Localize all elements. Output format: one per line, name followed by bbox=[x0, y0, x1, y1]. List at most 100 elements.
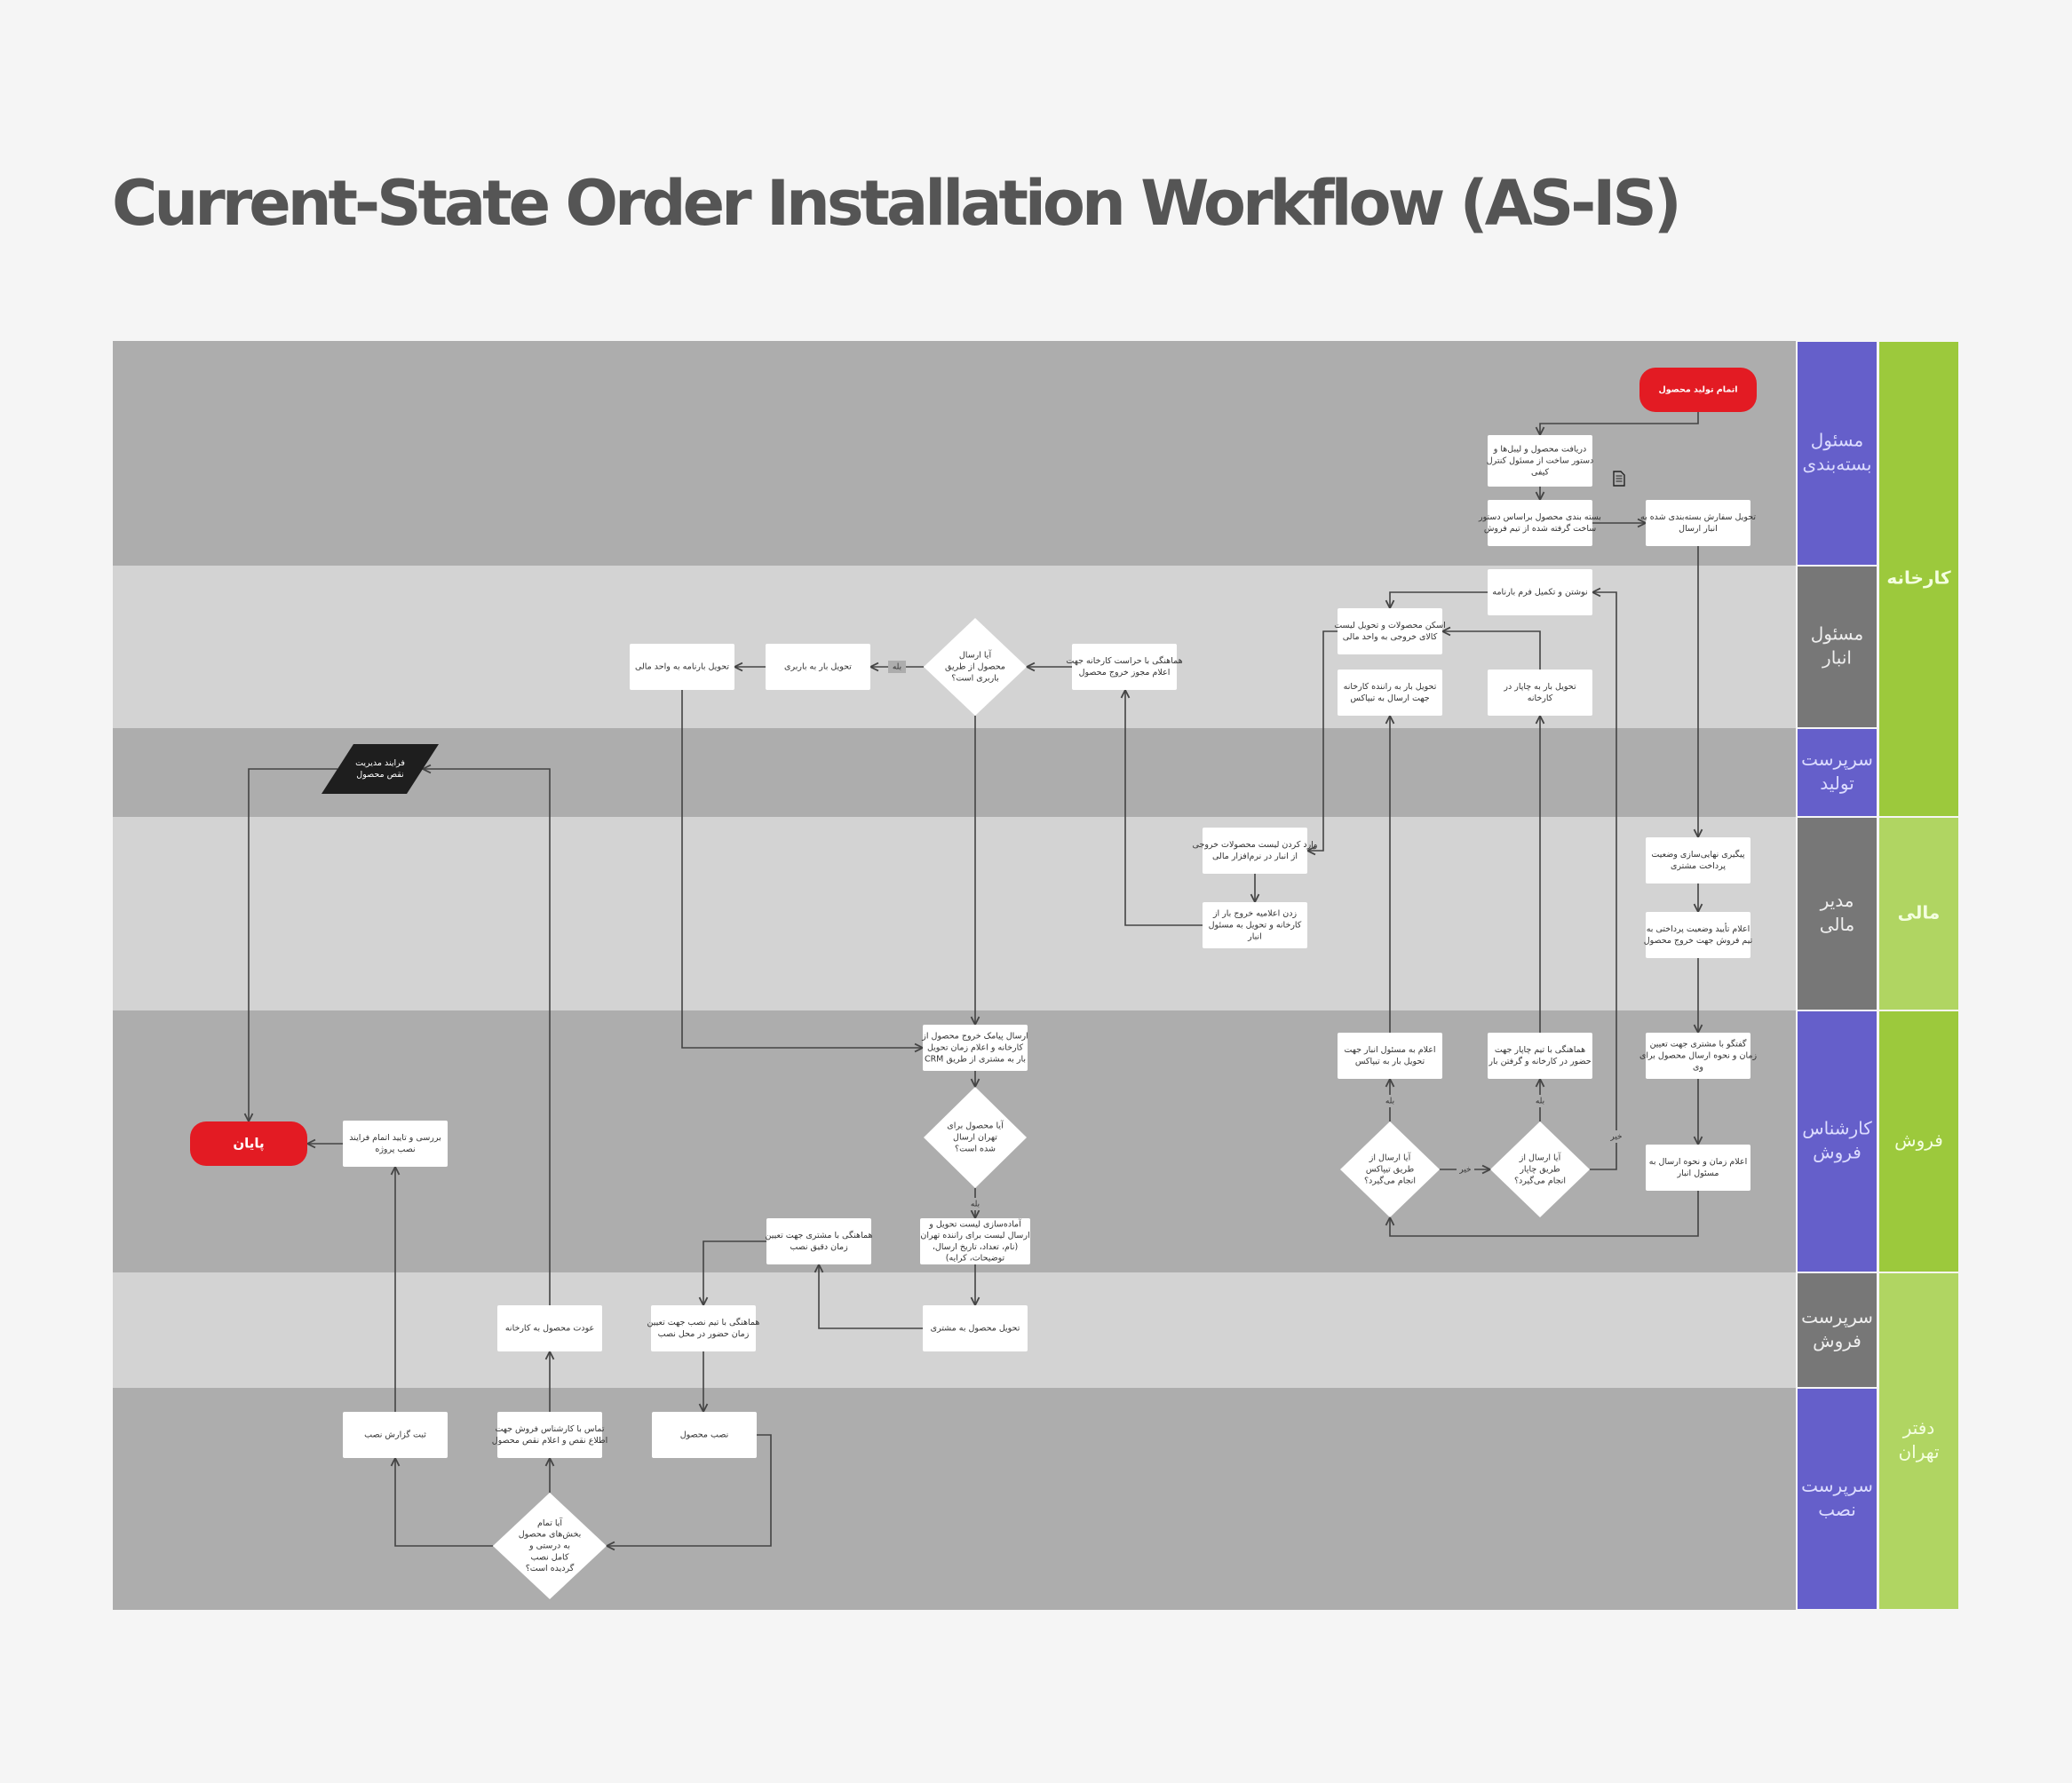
text-line: تحویل بار به باربری bbox=[784, 662, 852, 672]
node-process-n_install[interactable]: نصب محصول bbox=[652, 1412, 757, 1458]
process-box bbox=[1488, 670, 1592, 716]
text-line: کارخانه bbox=[1886, 567, 1951, 589]
edge-n_exit_notice-to-n_security bbox=[1125, 690, 1203, 926]
edge-n_driver-to-n_scan bbox=[1442, 631, 1541, 670]
text-line: کیفی bbox=[1531, 467, 1550, 477]
node-process-n_report[interactable]: ثبت گزارش نصب bbox=[343, 1412, 448, 1458]
text-line: بررسی و تایید اتمام فرایند bbox=[349, 1133, 441, 1143]
text-line: عودت محصول به کارخانه bbox=[505, 1324, 594, 1334]
node-process-n_deliver_cust[interactable]: تحویل محصول به مشتری bbox=[923, 1305, 1028, 1351]
node-process-n_waybill_fin[interactable]: تحویل بارنامه به واحد مالی bbox=[630, 644, 734, 690]
edge-label-bg bbox=[1457, 1163, 1474, 1176]
edge-n_coord_time-to-n_coord_install bbox=[703, 1240, 766, 1305]
text-line: شده است؟ bbox=[955, 1144, 996, 1153]
edge-n_shortage-to-n_end bbox=[249, 768, 337, 1121]
connector-line bbox=[703, 1240, 766, 1305]
connector-line bbox=[1540, 412, 1699, 435]
lane-background bbox=[113, 817, 1796, 1010]
text-line: گردیده است؟ bbox=[526, 1563, 575, 1573]
decision-diamond bbox=[493, 1493, 607, 1599]
connector-line bbox=[395, 1458, 493, 1547]
text-line: تحویل محصول به مشتری bbox=[931, 1324, 1020, 1334]
node-process-n_waybill[interactable]: نوشتن و تکمیل فرم بارنامه bbox=[1488, 569, 1592, 615]
text-line: تیم فروش جهت خروج محصول bbox=[1644, 936, 1753, 946]
department-header bbox=[1879, 342, 1958, 816]
text-line: وارد کردن لیست محصولات خروجی bbox=[1193, 840, 1318, 850]
text-line: کارشناس bbox=[1802, 1118, 1872, 1139]
text-line: تحویل سفارش بسته‌بندی شده به bbox=[1640, 512, 1756, 522]
node-process-n_to_freight[interactable]: تحویل بار به باربری bbox=[766, 644, 870, 690]
connector-line bbox=[249, 768, 337, 1121]
text-line: هماهنگی با مشتری جهت تعیین bbox=[766, 1230, 873, 1240]
process-box bbox=[630, 644, 734, 690]
edge-label: بله bbox=[1536, 1098, 1544, 1106]
text-line: اعلام تأیید وضعیت پرداختی به bbox=[1647, 923, 1750, 934]
text-line: کارخانه bbox=[1528, 693, 1553, 703]
process-box bbox=[1488, 569, 1592, 615]
node-process-n_payment_confirm[interactable]: اعلام تأیید وضعیت پرداختی به تیم فروش جهت… bbox=[1644, 912, 1753, 958]
edge-label: بله bbox=[1385, 1098, 1394, 1106]
process-box bbox=[1646, 1033, 1750, 1079]
edge-label: بله bbox=[971, 1201, 980, 1209]
edge-n_return-to-n_shortage bbox=[423, 769, 551, 1305]
edge-d_chapar-to-n_coord_chapar: بله bbox=[1531, 1079, 1549, 1121]
text-line: محصول از طریق bbox=[945, 662, 1005, 672]
edge-n_scan-to-n_enter_list bbox=[1307, 630, 1338, 851]
text-line: بار به مشتری از طریق CRM bbox=[925, 1054, 1026, 1064]
process-box bbox=[1488, 1033, 1592, 1079]
terminal-shape bbox=[1639, 368, 1757, 412]
process-box bbox=[651, 1305, 756, 1351]
text-line: زدن اعلامیه خروج بار از bbox=[1212, 909, 1297, 919]
node-terminal-n_start[interactable]: اتمام تولید محصول bbox=[1639, 368, 1757, 412]
edge-label-bg bbox=[966, 1198, 984, 1210]
node-process-n_return[interactable]: عودت محصول به کارخانه bbox=[497, 1305, 602, 1351]
process-box bbox=[1646, 837, 1750, 884]
node-terminal-n_end[interactable]: پایان bbox=[190, 1121, 307, 1166]
text-line: آیا محصول برای bbox=[947, 1120, 1004, 1131]
edge-n_deliver_cust-to-n_coord_time bbox=[819, 1264, 923, 1329]
lane-role-header bbox=[1798, 729, 1877, 816]
edge-d_freight-to-n_to_freight: بله bbox=[870, 661, 924, 673]
edge-label: بله bbox=[893, 663, 901, 672]
process-box bbox=[497, 1305, 602, 1351]
text-line: ارسال لیست برای راننده تهران bbox=[920, 1231, 1029, 1240]
text-line: تحویل بار به راننده کارخانه bbox=[1344, 682, 1437, 692]
text-line: (نام، تعداد، تاریخ ارسال، bbox=[933, 1242, 1018, 1252]
lane-role-header bbox=[1798, 1389, 1877, 1609]
department-finance: مالی bbox=[1879, 818, 1958, 1010]
text-line: طریق چاپار bbox=[1519, 1165, 1560, 1175]
text-line: ارسال پیامک خروج محصول از bbox=[921, 1032, 1028, 1042]
text-line: نصب محصول bbox=[680, 1430, 729, 1440]
lane-role-header bbox=[1798, 1011, 1877, 1272]
text-line: دفتر bbox=[1902, 1417, 1935, 1438]
decision-diamond bbox=[1490, 1121, 1590, 1217]
lane-role-header bbox=[1798, 342, 1877, 565]
